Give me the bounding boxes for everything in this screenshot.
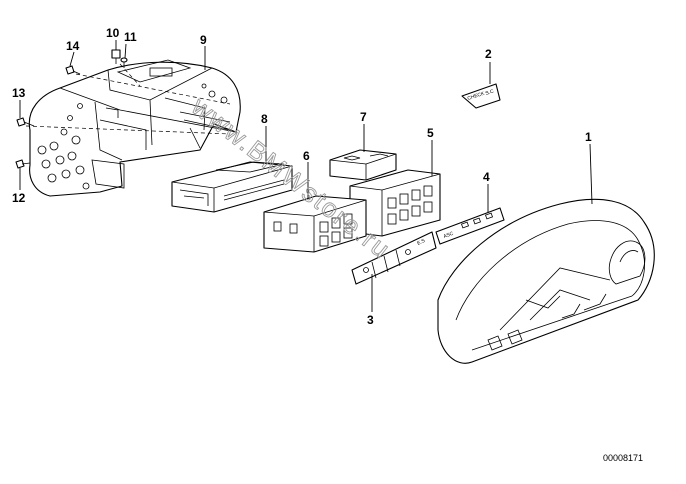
check-control-decal: CHECK S.C <box>461 83 501 109</box>
callout-11: 11 <box>124 30 137 44</box>
indicator-strip-4: ASC <box>435 207 505 245</box>
screw-10 <box>111 49 121 64</box>
callout-12: 12 <box>12 191 26 205</box>
check-decal-text: CHECK <box>467 91 486 102</box>
callout-3: 3 <box>367 313 374 327</box>
indicator-strip-text: E.S <box>416 238 426 247</box>
callout-13: 13 <box>12 86 26 100</box>
connector-6 <box>263 195 367 253</box>
callout-14: 14 <box>66 39 80 53</box>
callout-8: 8 <box>261 112 268 126</box>
check-decal-code: S.C <box>485 88 495 96</box>
screw-12 <box>15 159 31 169</box>
callout-7: 7 <box>360 110 367 124</box>
callout-2: 2 <box>485 47 492 61</box>
leader-lines <box>19 40 593 312</box>
callout-5: 5 <box>427 126 434 140</box>
callout-10: 10 <box>106 26 120 40</box>
leader-14 <box>69 51 75 67</box>
callout-9: 9 <box>200 33 207 47</box>
instrument-cluster-cover <box>437 198 655 364</box>
connector-7 <box>329 149 397 181</box>
connector-8 <box>171 161 293 213</box>
callout-1: 1 <box>585 130 592 144</box>
screw-14 <box>65 65 81 75</box>
leader-1 <box>589 143 593 205</box>
catalog-number: 00008171 <box>603 453 643 463</box>
asc-label: ASC <box>443 231 455 240</box>
screw-alignment-line-lower <box>25 125 231 135</box>
screw-13 <box>16 117 35 127</box>
screw-alignment-line-top <box>119 63 141 87</box>
callout-6: 6 <box>303 149 310 163</box>
screw-11 <box>120 57 128 68</box>
indicator-strip-3: E.S <box>351 231 437 285</box>
callout-4: 4 <box>483 170 490 184</box>
callout-numbers: 1 2 3 4 5 6 7 8 9 10 11 12 13 14 <box>12 26 592 327</box>
connector-5 <box>349 169 441 237</box>
leader-11 <box>124 43 127 59</box>
screw-alignment-line-left <box>75 73 231 105</box>
